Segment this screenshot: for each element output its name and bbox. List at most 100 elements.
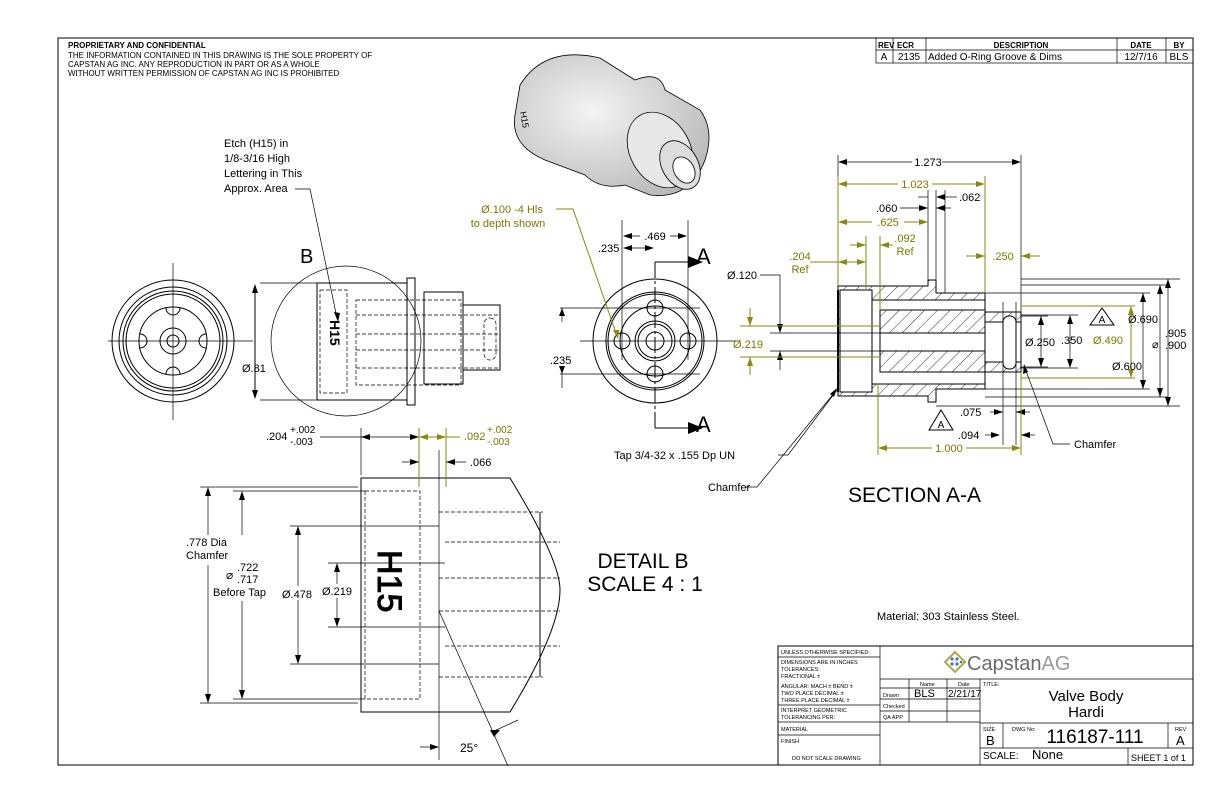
title-label: TITLE: bbox=[983, 682, 1000, 688]
section-a-a: 1.273 1.023 .062 .060 .625 .092 Ref bbox=[727, 155, 1186, 507]
material-label: MATERIAL bbox=[781, 727, 808, 733]
dim-dia-490: Ø.490 bbox=[1093, 335, 1123, 347]
detail-angle: 25° bbox=[460, 741, 478, 755]
tolerance-line: TOLERANCES: bbox=[781, 667, 820, 673]
name-header: Name bbox=[920, 682, 935, 688]
notice-line: WITHOUT WRITTEN PERMISSION OF CAPSTAN AG… bbox=[68, 69, 340, 78]
hole-note: Ø.100 -4 Hls bbox=[481, 204, 543, 216]
drawn-date: 2/21/17 bbox=[948, 689, 982, 700]
dim-905: .905 bbox=[1165, 328, 1186, 340]
drawn-name: BLS bbox=[914, 688, 935, 700]
material-note: Material: 303 Stainless Steel. bbox=[877, 611, 1019, 623]
dim-204-ref: .204 bbox=[789, 251, 810, 263]
tap-note: Tap 3/4-32 x .155 Dp UN bbox=[614, 450, 735, 462]
front-chamfer-note: Chamfer bbox=[708, 482, 751, 494]
sheet-label: SHEET 1 of 1 bbox=[1131, 753, 1186, 763]
hole-note: to depth shown bbox=[471, 218, 546, 230]
by-header: BY bbox=[1173, 41, 1185, 50]
detail-dim-092-tol-plus: +.002 bbox=[487, 425, 513, 436]
detail-b-circle bbox=[270, 265, 422, 417]
dim-235-left: .235 bbox=[550, 355, 571, 367]
dwg-number: 116187-111 bbox=[1046, 727, 1143, 748]
do-not-scale: DO NOT SCALE DRAWING bbox=[792, 756, 861, 762]
detail-dim-204-tol-minus: -.003 bbox=[290, 437, 313, 448]
section-marker-bottom: A bbox=[696, 412, 711, 437]
dim-1000: 1.000 bbox=[935, 443, 963, 455]
dim-235-top: .235 bbox=[598, 243, 619, 255]
rev-value: A bbox=[1176, 733, 1185, 748]
side-view: B H15 Ø.81 Etch (H15) in 1/8-3/16 High L… bbox=[224, 138, 501, 417]
dim-060: .060 bbox=[876, 203, 897, 215]
detail-dim-717: .717 bbox=[237, 574, 258, 586]
dim-075: .075 bbox=[960, 407, 981, 419]
dim-250: .250 bbox=[992, 251, 1013, 263]
company-name-part: Capstan bbox=[967, 653, 1042, 675]
checked-label: Checked bbox=[883, 704, 905, 710]
date-header: DATE bbox=[1130, 41, 1152, 50]
iso-etch-text: H15 bbox=[518, 111, 531, 129]
detail-dim-092-tol-minus: -.003 bbox=[487, 437, 510, 448]
dim-dia-81: Ø.81 bbox=[242, 363, 266, 375]
revision-table: REV ECR DESCRIPTION DATE BY A 2135 Added… bbox=[875, 37, 1194, 64]
dim-350: .350 bbox=[1061, 335, 1082, 347]
notice-title: PROPRIETARY AND CONFIDENTIAL bbox=[68, 41, 206, 50]
detail-chamfer-note: Chamfer bbox=[186, 550, 229, 562]
size-label: SIZE bbox=[983, 727, 996, 733]
size-value: B bbox=[986, 733, 995, 748]
capstan-logo: CapstanAG bbox=[943, 650, 1070, 675]
title-block: UNLESS OTHERWISE SPECIFIED: DIMENSIONS A… bbox=[777, 645, 1194, 766]
dwg-label: DWG No: bbox=[1012, 727, 1036, 733]
interpret-label: INTERPRET GEOMETRIC bbox=[781, 708, 847, 714]
tolerance-line: ANGULAR: MACH ± BEND ± bbox=[781, 684, 853, 690]
drawing-subtitle: Hardi bbox=[1068, 704, 1104, 721]
rev-cell: A bbox=[881, 52, 888, 63]
datum-a-label: A bbox=[1099, 315, 1106, 326]
company-name: CapstanAG bbox=[967, 653, 1070, 675]
rev-label: REV bbox=[1175, 727, 1187, 733]
date-cell: 12/7/16 bbox=[1124, 52, 1158, 63]
section-marker-top: A bbox=[696, 244, 711, 269]
detail-dim-219: Ø.219 bbox=[322, 586, 352, 598]
tolerance-line: DIMENSIONS ARE IN INCHES bbox=[781, 660, 858, 666]
dim-dia-690: Ø.690 bbox=[1128, 314, 1158, 326]
dia-symbol: ⌀ bbox=[226, 568, 233, 582]
dim-dia-600: Ø.600 bbox=[1112, 361, 1142, 373]
section-title: SECTION A-A bbox=[848, 484, 981, 507]
detail-etch-marking: H15 bbox=[370, 550, 408, 612]
tolerance-line: THREE PLACE DECIMAL ± bbox=[781, 698, 850, 704]
detail-scale: SCALE 4 : 1 bbox=[587, 573, 703, 596]
detail-dim-722: .722 bbox=[237, 562, 258, 574]
notice-line: THE INFORMATION CONTAINED IN THIS DRAWIN… bbox=[68, 51, 372, 60]
scale-label: SCALE: bbox=[983, 751, 1019, 762]
ecr-header: ECR bbox=[897, 41, 914, 50]
drawing-title: Valve Body bbox=[1049, 688, 1124, 705]
detail-dim-478: Ø.478 bbox=[282, 589, 312, 601]
unless-specified: UNLESS OTHERWISE SPECIFIED: bbox=[781, 650, 870, 656]
dim-dia-120: Ø.120 bbox=[727, 270, 757, 282]
rev-header: REV bbox=[878, 41, 895, 50]
sheet-border bbox=[57, 37, 1194, 766]
dim-900: .900 bbox=[1165, 340, 1186, 352]
etch-marking: H15 bbox=[327, 320, 343, 346]
dim-1273: 1.273 bbox=[914, 157, 942, 169]
drawn-label: Drawn bbox=[883, 693, 899, 699]
etch-note: Etch (H15) in bbox=[224, 138, 288, 150]
datum-a-label-bottom: A bbox=[938, 420, 945, 431]
dim-dia-219: Ø.219 bbox=[733, 339, 763, 351]
datum-a-triangle-bottom bbox=[928, 409, 954, 431]
qa-label: QA APP bbox=[883, 715, 903, 721]
etch-note: 1/8-3/16 High bbox=[224, 153, 290, 165]
isometric-view: H15 bbox=[513, 54, 710, 196]
finish-label: FINISH bbox=[781, 739, 799, 745]
dim-dia-symbol: ⌀ bbox=[1152, 339, 1159, 351]
datum-a-triangle-section bbox=[1089, 307, 1115, 326]
dim-092-ref-label: Ref bbox=[896, 246, 914, 258]
etch-note: Lettering in This bbox=[224, 168, 303, 180]
dim-469: .469 bbox=[644, 231, 665, 243]
detail-chamfer-note: .778 Dia bbox=[186, 537, 228, 549]
section-chamfer-note: Chamfer bbox=[1074, 439, 1117, 451]
dim-dia-250: Ø.250 bbox=[1025, 337, 1055, 349]
ecr-cell: 2135 bbox=[898, 52, 921, 63]
end-view bbox=[108, 263, 253, 420]
